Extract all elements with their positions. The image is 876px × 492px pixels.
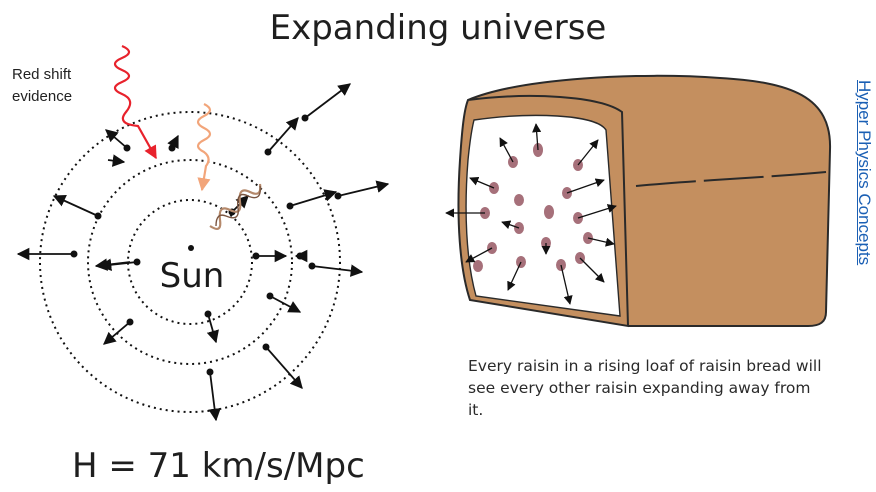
galaxy-arrows bbox=[18, 84, 388, 420]
raisin-icon bbox=[514, 194, 524, 206]
wave-icon bbox=[198, 104, 210, 190]
arrow-icon bbox=[210, 372, 216, 420]
raisin-icon bbox=[473, 260, 483, 272]
arrow-icon bbox=[54, 196, 98, 216]
hyperphysics-link[interactable]: Hyper Physics Concepts bbox=[854, 80, 874, 265]
sun-label: Sun bbox=[160, 256, 225, 296]
arrow-icon bbox=[305, 84, 350, 118]
side-link-container: Hyper Physics Concepts bbox=[852, 80, 876, 340]
bread-icon bbox=[446, 76, 830, 326]
wave-icon bbox=[210, 184, 260, 229]
bread-caption: Every raisin in a rising loaf of raisin … bbox=[468, 355, 828, 421]
arrow-icon bbox=[268, 118, 298, 152]
wave-icon bbox=[115, 46, 156, 158]
arrow-icon bbox=[338, 184, 388, 196]
raisin-icon bbox=[544, 205, 554, 219]
arrow-icon bbox=[108, 160, 124, 162]
arrow-icon bbox=[312, 266, 362, 272]
arrow-icon bbox=[266, 347, 302, 388]
sun-dot bbox=[188, 245, 194, 251]
arrow-icon bbox=[208, 314, 216, 342]
arrow-icon bbox=[106, 130, 127, 148]
hubble-constant: H = 71 km/s/Mpc bbox=[72, 446, 365, 486]
universe-diagram: Sun bbox=[18, 46, 388, 420]
